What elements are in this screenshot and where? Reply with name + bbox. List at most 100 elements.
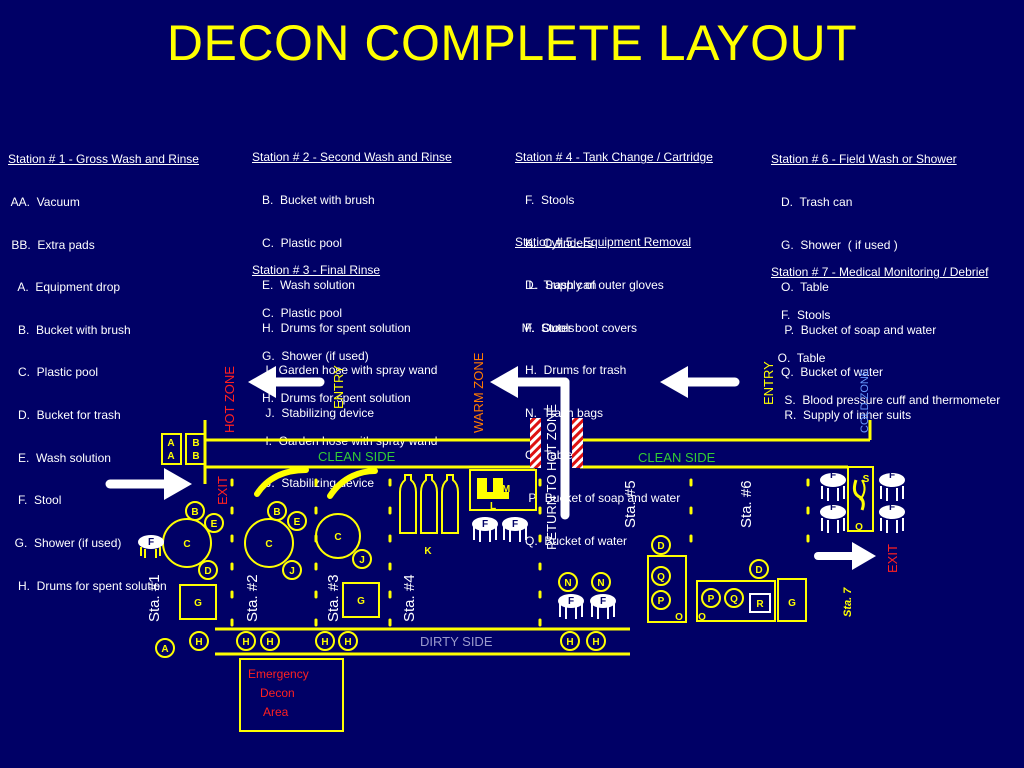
- station-3-item: H. Drums for spent solution: [252, 391, 411, 406]
- station-6-item: O. Table: [771, 280, 829, 295]
- station-1-item: C. Plastic pool: [8, 365, 99, 380]
- station-6-heading: Station # 6 - Field Wash or Shower: [771, 152, 957, 167]
- station-1-item: A. Equipment drop: [8, 280, 121, 295]
- letter-g: G: [194, 598, 202, 609]
- letter-f: F: [600, 596, 606, 607]
- entry-arrow-right: [660, 366, 740, 398]
- entry-label-right: ENTRY: [761, 361, 776, 405]
- return-to-hot-zone-label: RETURN TO HOT ZONE: [544, 404, 559, 550]
- station-7-label: Sta. 7: [842, 587, 854, 617]
- letter-c: C: [183, 539, 190, 550]
- emergency-decon-label-3: Area: [263, 705, 289, 719]
- stool: [473, 527, 497, 542]
- station-6-label: Sta. #6: [738, 480, 755, 528]
- station-2-item: C. Plastic pool: [252, 235, 343, 250]
- station-7-heading: Station # 7 - Medical Monitoring / Debri…: [771, 265, 989, 280]
- letter-f: F: [512, 519, 518, 530]
- shower: [179, 584, 217, 620]
- station-1-item: B. Bucket with brush: [8, 322, 131, 337]
- bucket-for-trash: [198, 560, 218, 580]
- letter-b: B: [273, 507, 280, 518]
- letter-c: C: [334, 532, 341, 543]
- letter-r: R: [756, 599, 764, 610]
- letter-g: G: [357, 596, 365, 607]
- letter-h: H: [266, 637, 273, 648]
- station-6-legend: Station # 6 - Field Wash or Shower D. Tr…: [771, 124, 957, 436]
- station-1-item: G. Shower (if used): [8, 535, 122, 550]
- letter-a: A: [167, 451, 174, 462]
- letter-d: D: [755, 565, 762, 576]
- letter-h: H: [566, 637, 573, 648]
- vacuum: [161, 433, 182, 465]
- station-3-label: Sta. #3: [325, 574, 342, 622]
- letter-g: G: [788, 598, 796, 609]
- station-5-heading: Station # 5 - Equipment Removal: [515, 235, 692, 250]
- station-2-label: Sta. #2: [244, 574, 261, 622]
- table: [647, 555, 687, 623]
- letter-m: M: [502, 484, 510, 495]
- station-1-equipment: [138, 433, 224, 658]
- station-1-item: D. Bucket for trash: [8, 408, 121, 423]
- station-6-item: R. Supply of inner suits: [771, 408, 912, 423]
- emergency-decon-area: [239, 658, 344, 732]
- drum-for-spent-solution: [189, 631, 209, 651]
- station-6-item: Q. Bucket of water: [771, 365, 884, 380]
- letter-k: K: [424, 546, 432, 557]
- station-1-item: E. Wash solution: [8, 450, 111, 465]
- letter-f: F: [568, 596, 574, 607]
- station-1-item: F. Stool: [8, 493, 62, 508]
- station-4-heading: Station # 4 - Tank Change / Cartridge: [515, 150, 713, 165]
- letter-h: H: [242, 637, 249, 648]
- warm-zone-label: WARM ZONE: [471, 352, 486, 433]
- station-4-item: L. Supply of outer gloves: [515, 278, 664, 293]
- station-5-label: Sta. #5: [622, 480, 639, 528]
- bucket-with-brush: [185, 501, 205, 521]
- cylinder: [420, 474, 438, 534]
- station-3-equipment: [315, 468, 380, 651]
- letter-p: P: [658, 596, 665, 607]
- station-7-item: O. Table: [771, 350, 826, 365]
- station-2-legend: Station # 2 - Second Wash and Rinse B. B…: [252, 122, 452, 434]
- clean-side-label-left: CLEAN SIDE: [318, 449, 396, 464]
- page-title: DECON COMPLETE LAYOUT: [166, 15, 858, 71]
- exit-label-left: EXIT: [215, 476, 230, 505]
- station-4-equipment: [399, 469, 537, 542]
- exit-arrow-right: [814, 542, 876, 570]
- blood-pressure-cuff-icon: [852, 479, 865, 511]
- warm-zone-barrier-left: [530, 418, 541, 468]
- station-2-item: J. Stabilizing device: [252, 406, 375, 421]
- letter-o: O: [855, 522, 863, 533]
- exit-label-right: EXIT: [885, 544, 900, 573]
- stool: [503, 527, 527, 542]
- station-7-legend: Station # 7 - Medical Monitoring / Debri…: [771, 237, 1000, 422]
- letter-p: P: [708, 594, 715, 605]
- letter-f: F: [830, 470, 836, 481]
- station-2-item: B. Bucket with brush: [252, 193, 375, 208]
- station-3-item: G. Shower (if used): [252, 348, 369, 363]
- station-1-legend: Station # 1 - Gross Wash and Rinse AA. V…: [8, 124, 199, 607]
- station-6-item: P. Bucket of soap and water: [771, 322, 937, 337]
- letter-a: A: [161, 644, 168, 655]
- station-1-item: AA. Vacuum: [8, 195, 80, 210]
- station-dividers: [230, 478, 810, 627]
- station-2-item: H. Drums for spent solution: [252, 320, 411, 335]
- station-1-item: BB. Extra pads: [8, 237, 95, 252]
- station-4-item: M. Outer boot covers: [515, 320, 638, 335]
- station-7-item: F. Stools: [771, 308, 831, 323]
- letter-e: E: [211, 519, 218, 530]
- letter-c: C: [265, 539, 272, 550]
- emergency-decon-label-1: Emergency: [248, 667, 309, 681]
- letter-n: N: [564, 578, 571, 589]
- station-4-label: Sta. #4: [401, 574, 418, 622]
- station-2-heading: Station # 2 - Second Wash and Rinse: [252, 150, 452, 165]
- letter-j: J: [359, 555, 365, 566]
- cold-zone-label: COLD ZONE: [859, 369, 871, 433]
- letter-j: J: [289, 566, 295, 577]
- wash-solution: [204, 513, 224, 533]
- letter-n: N: [597, 578, 604, 589]
- letter-b: B: [191, 507, 198, 518]
- letter-q: Q: [657, 572, 665, 583]
- station-4-legend: Station # 4 - Tank Change / Cartridge F.…: [515, 122, 713, 349]
- emergency-decon-label-2: Decon: [260, 686, 295, 700]
